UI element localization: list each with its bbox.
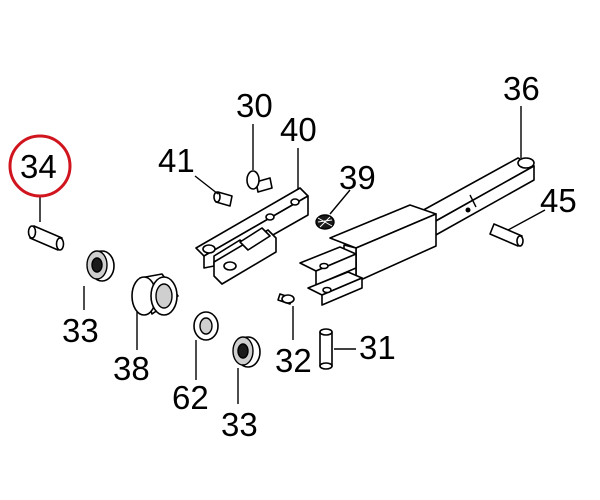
callouts: 34 30 40 41 36 39 45 33 38 62 33 32 31 xyxy=(20,70,577,443)
part-36-shaft[interactable] xyxy=(417,157,535,237)
callout-62[interactable]: 62 xyxy=(172,379,209,416)
part-36-block[interactable] xyxy=(299,204,437,306)
part-39-coil[interactable] xyxy=(315,214,335,230)
callout-32[interactable]: 32 xyxy=(275,342,312,379)
highlight-circle xyxy=(8,134,72,198)
part-31-pin[interactable] xyxy=(319,328,333,370)
callout-36[interactable]: 36 xyxy=(503,70,540,107)
callout-34[interactable]: 34 xyxy=(20,148,57,185)
callout-31[interactable]: 31 xyxy=(359,329,396,366)
callout-33-bottom[interactable]: 33 xyxy=(221,406,258,443)
part-30-screw[interactable] xyxy=(246,170,273,193)
callout-33-top[interactable]: 33 xyxy=(62,312,99,349)
part-41-setscrew[interactable] xyxy=(213,191,233,207)
part-38-roller[interactable] xyxy=(131,273,179,316)
part-33-bearing-bottom[interactable] xyxy=(232,336,261,368)
callout-45[interactable]: 45 xyxy=(540,182,577,219)
part-32-screw[interactable] xyxy=(277,293,295,305)
leader-lines xyxy=(39,106,546,404)
part-33-bearing-top[interactable] xyxy=(86,250,115,282)
callout-30[interactable]: 30 xyxy=(236,87,273,124)
part-62-washer[interactable] xyxy=(193,311,219,341)
part-34-pin[interactable] xyxy=(27,225,65,251)
callout-40[interactable]: 40 xyxy=(280,111,317,148)
callout-38[interactable]: 38 xyxy=(113,350,150,387)
part-45-pin[interactable] xyxy=(489,223,524,247)
callout-41[interactable]: 41 xyxy=(158,142,195,179)
part-40-bracket[interactable] xyxy=(195,187,309,285)
callout-39[interactable]: 39 xyxy=(339,159,376,196)
